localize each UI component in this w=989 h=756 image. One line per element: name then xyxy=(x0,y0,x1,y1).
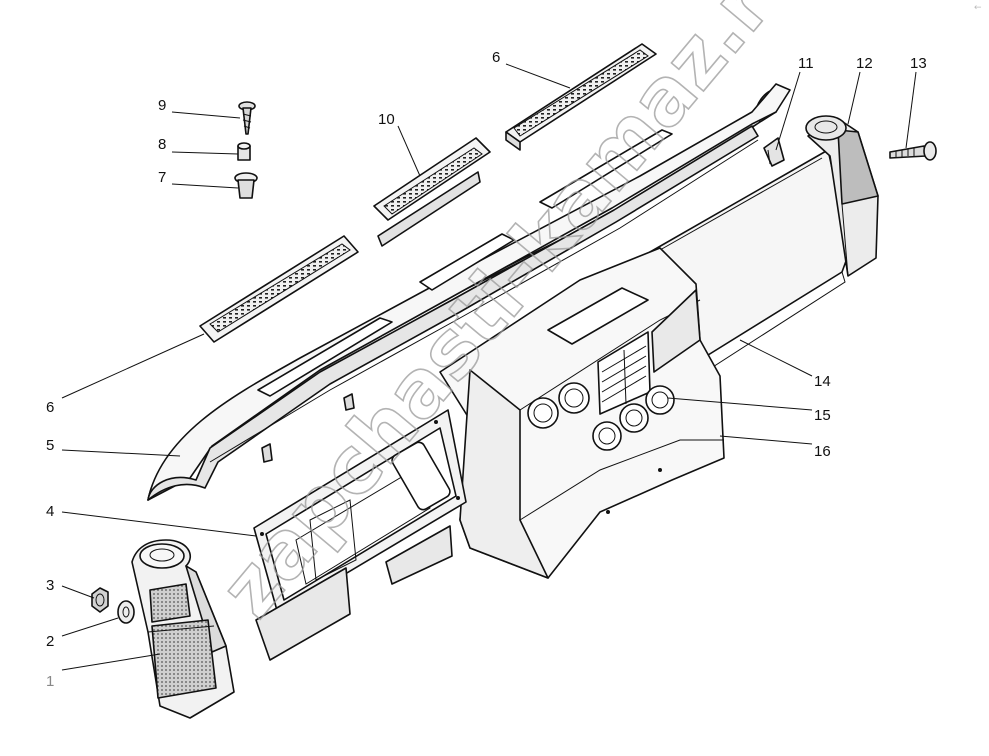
part-11-clip xyxy=(763,137,785,167)
part-13-screw xyxy=(889,141,937,161)
part-1-left-end-cap xyxy=(131,539,235,719)
callout-2: 2 xyxy=(46,633,54,650)
callout-10: 10 xyxy=(378,111,395,128)
callout-labels: 1 2 3 4 5 6 6 7 8 9 10 11 12 13 14 15 16 xyxy=(46,49,927,690)
callout-15: 15 xyxy=(814,407,831,424)
callout-14: 14 xyxy=(814,373,831,390)
part-9-screw xyxy=(238,101,256,135)
part-12-right-end-cap xyxy=(805,115,879,277)
leader-3 xyxy=(61,585,95,599)
leader-lines xyxy=(61,63,917,671)
part-7-plug xyxy=(234,172,258,199)
leader-12 xyxy=(847,71,861,125)
leader-16 xyxy=(719,435,813,445)
part-16-center-console xyxy=(439,247,725,579)
callout-8: 8 xyxy=(158,136,166,153)
part-6-lower-vent-grille xyxy=(199,235,359,343)
leader-9 xyxy=(171,111,241,119)
callout-7: 7 xyxy=(158,169,166,186)
callout-9: 9 xyxy=(158,97,166,114)
leader-4 xyxy=(61,511,257,537)
leader-5 xyxy=(61,449,181,457)
leader-15 xyxy=(667,397,813,411)
leader-11 xyxy=(775,71,801,151)
leader-6b xyxy=(505,63,571,89)
callout-3: 3 xyxy=(46,577,54,594)
part-5-top-shelf xyxy=(147,83,791,501)
callout-11: 11 xyxy=(798,55,814,72)
callout-5: 5 xyxy=(46,437,54,454)
leader-10 xyxy=(397,125,421,177)
leader-7 xyxy=(171,183,239,189)
part-4-instrument-frame xyxy=(253,409,467,661)
callout-13: 13 xyxy=(910,55,927,72)
leader-2 xyxy=(61,617,119,637)
leader-13 xyxy=(905,71,917,149)
leader-14 xyxy=(739,339,813,377)
part-8-bushing xyxy=(237,142,251,161)
leader-6a xyxy=(61,333,205,399)
part-2-washer xyxy=(117,600,135,624)
callout-6-upper: 6 xyxy=(492,49,500,66)
part-10-middle-vent-grille xyxy=(373,137,491,247)
callout-4: 4 xyxy=(46,503,54,520)
callout-1: 1 xyxy=(46,673,54,690)
callout-16: 16 xyxy=(814,443,831,460)
callout-12: 12 xyxy=(856,55,873,72)
part-15-gauges xyxy=(592,385,675,451)
callout-6-lower: 6 xyxy=(46,399,54,416)
corner-mark: ← xyxy=(974,3,982,13)
leader-1 xyxy=(61,653,161,671)
part-6-upper-vent-grille xyxy=(505,43,657,151)
leader-8 xyxy=(171,151,239,155)
part-3-nut xyxy=(91,587,109,613)
